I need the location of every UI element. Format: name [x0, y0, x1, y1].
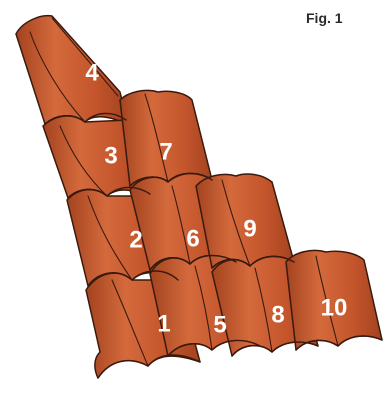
tile-number: 9 — [243, 215, 256, 242]
tile-number: 2 — [129, 226, 142, 253]
tile-number: 7 — [159, 138, 172, 165]
tile-number: 8 — [271, 301, 284, 328]
tile-number: 1 — [157, 310, 170, 337]
figure-label: Fig. 1 — [306, 10, 343, 26]
tile-number: 4 — [85, 59, 99, 86]
tile-4-body — [16, 16, 128, 125]
tile-bodies — [16, 16, 382, 378]
tile-number: 6 — [186, 225, 199, 252]
tile-number: 5 — [213, 311, 226, 338]
tile-number: 3 — [104, 142, 117, 169]
tile-number: 10 — [321, 294, 348, 321]
